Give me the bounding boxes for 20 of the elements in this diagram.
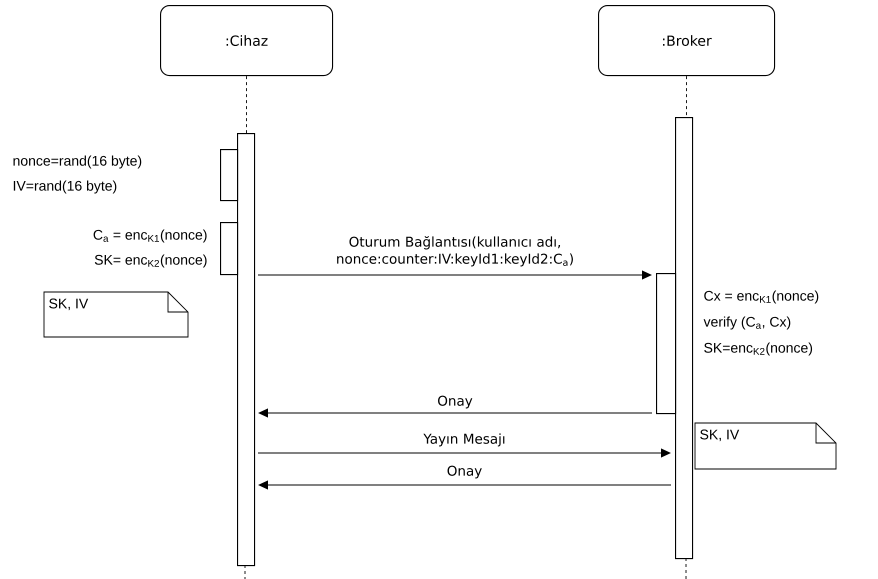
lifeline	[686, 76, 687, 118]
step-text: verify (C$_{a}$, Cx)	[704, 316, 790, 330]
step-text: C$_{a}$ = enc$_{K1}$(nonce)	[94, 229, 207, 243]
message-label: Onay	[438, 396, 472, 408]
step-text: IV=rand(16 byte)	[14, 180, 116, 194]
activation-bar	[656, 273, 676, 414]
step-text: SK= enc$_{K2}$(nonce)	[94, 254, 207, 268]
note-box: SK, IV	[694, 422, 836, 470]
self-call-bar	[220, 149, 238, 202]
step-text: SK=enc$_{K2}$(nonce)	[704, 342, 812, 356]
lifeline	[246, 76, 247, 134]
message-label: Onay	[448, 466, 482, 478]
lifeline-header-box: :Broker	[598, 5, 776, 76]
message-label: Yayın Mesajı	[423, 433, 504, 446]
step-text: Cx = enc$_{K1}$(nonce)	[704, 290, 818, 304]
lifeline-header-box: :Cihaz	[160, 5, 334, 76]
note-box: SK, IV	[44, 292, 188, 338]
step-text: nonce=rand(16 byte)	[13, 155, 142, 169]
message-label: Oturum Bağlantısı(kullanıcı adı, nonce:counter:IV:keyId1:keyId2:C$_{a}$)	[337, 236, 573, 266]
self-call-bar	[220, 222, 238, 276]
